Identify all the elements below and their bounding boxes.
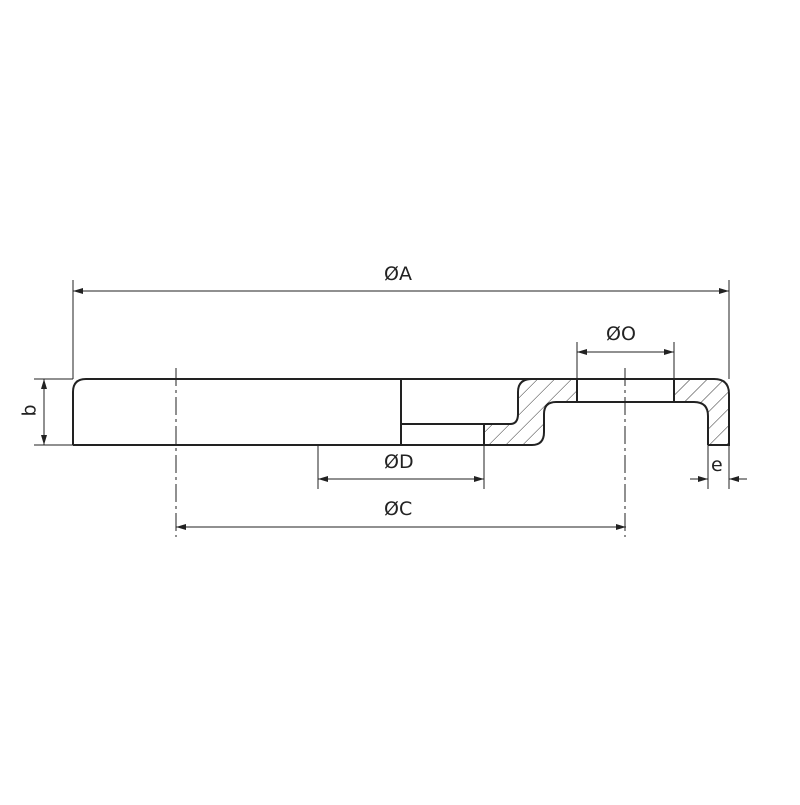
dimension-lines (41, 288, 747, 530)
dim-label-C: ØC (384, 498, 413, 520)
dim-label-D: ØD (384, 451, 414, 473)
center-lines (175, 368, 626, 537)
dim-label-e: e (711, 454, 723, 476)
dim-label-b: b (18, 404, 41, 417)
dim-label-A: ØA (384, 263, 412, 285)
part-outline (72, 378, 730, 446)
dim-label-O: ØO (606, 323, 636, 345)
hatched-section (484, 379, 729, 445)
